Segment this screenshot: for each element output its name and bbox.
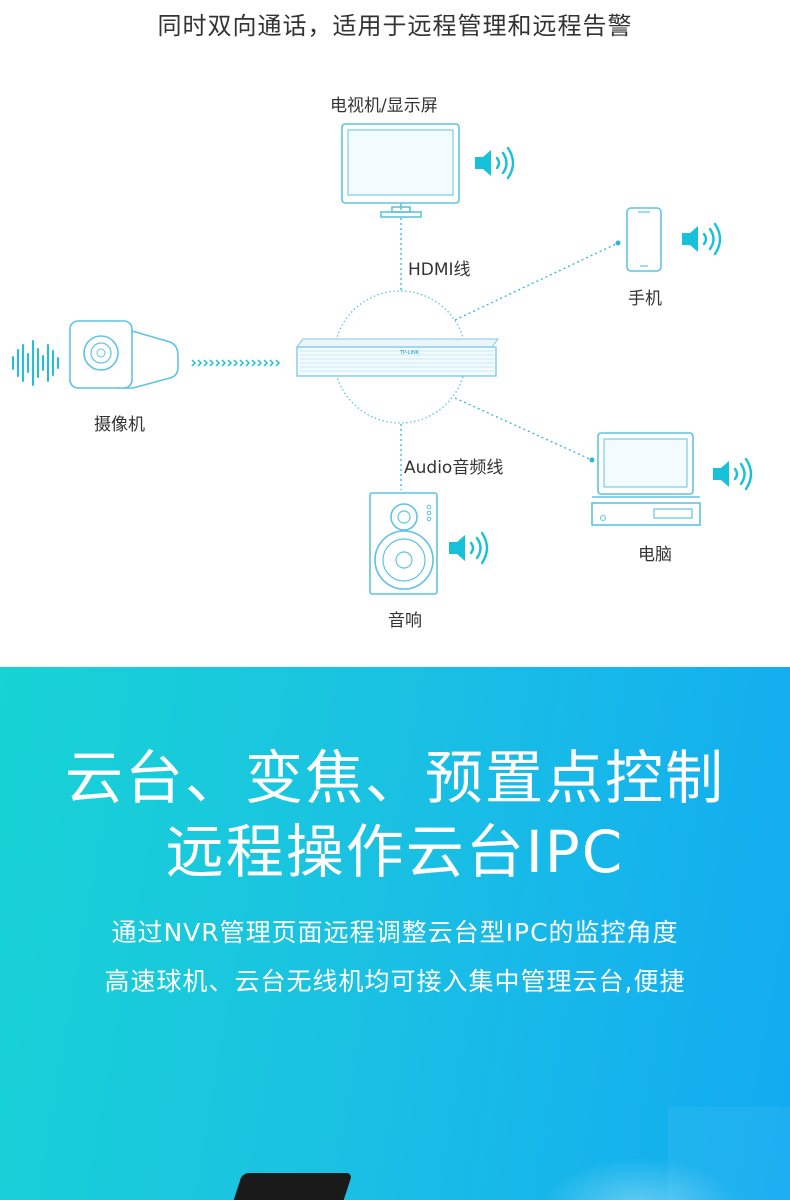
connection-diagram-section: 同时双向通话，适用于远程管理和远程告警 xyxy=(12,12,753,631)
nvr-device-icon xyxy=(296,338,499,377)
hdmi-cable-label: HDMI线 xyxy=(408,260,471,280)
phone-connector-dot xyxy=(615,240,621,246)
nvr-brand-logo: TP-LINK xyxy=(399,350,420,356)
headline-line-1: 云台、变焦、预置点控制 xyxy=(64,744,725,812)
camera-label: 摄像机 xyxy=(94,415,145,435)
audio-cable-label: Audio音频线 xyxy=(404,458,504,478)
subtitle-line-1: 通过NVR管理页面远程调整云台型IPC的监控角度 xyxy=(111,918,679,947)
tv-monitor-icon xyxy=(341,123,460,218)
sound-wave-icon xyxy=(12,340,59,386)
speaker-volume-icon xyxy=(449,531,489,565)
speaker-label: 音响 xyxy=(388,611,422,631)
phone-connector xyxy=(454,242,619,321)
background-panel xyxy=(668,1107,790,1200)
phone-icon xyxy=(626,207,662,272)
phone-volume-icon xyxy=(682,222,722,256)
camera-icon xyxy=(69,320,179,389)
subtitle-line-2: 高速球机、云台无线机均可接入集中管理云台,便捷 xyxy=(104,967,686,996)
connector-lines xyxy=(400,218,619,490)
connection-diagram: TP-LINK xyxy=(12,123,753,595)
tv-label: 电视机/显示屏 xyxy=(330,96,438,116)
phone-label: 手机 xyxy=(628,289,662,309)
pc-label: 电脑 xyxy=(638,545,672,565)
signal-arrows-icon xyxy=(191,359,281,367)
pc-volume-icon xyxy=(713,457,753,491)
pc-connector xyxy=(454,397,593,461)
device-edge-image xyxy=(229,1173,353,1200)
ptz-control-section: 云台、变焦、预置点控制 远程操作云台IPC 通过NVR管理页面远程调整云台型IP… xyxy=(0,667,790,1200)
pc-connector-dot xyxy=(589,457,595,463)
speaker-device-icon xyxy=(369,492,438,595)
pc-icon xyxy=(591,432,701,526)
headline-line-2: 远程操作云台IPC xyxy=(165,818,625,886)
section-title: 同时双向通话，适用于远程管理和远程告警 xyxy=(157,12,633,40)
tv-volume-icon xyxy=(475,146,515,180)
